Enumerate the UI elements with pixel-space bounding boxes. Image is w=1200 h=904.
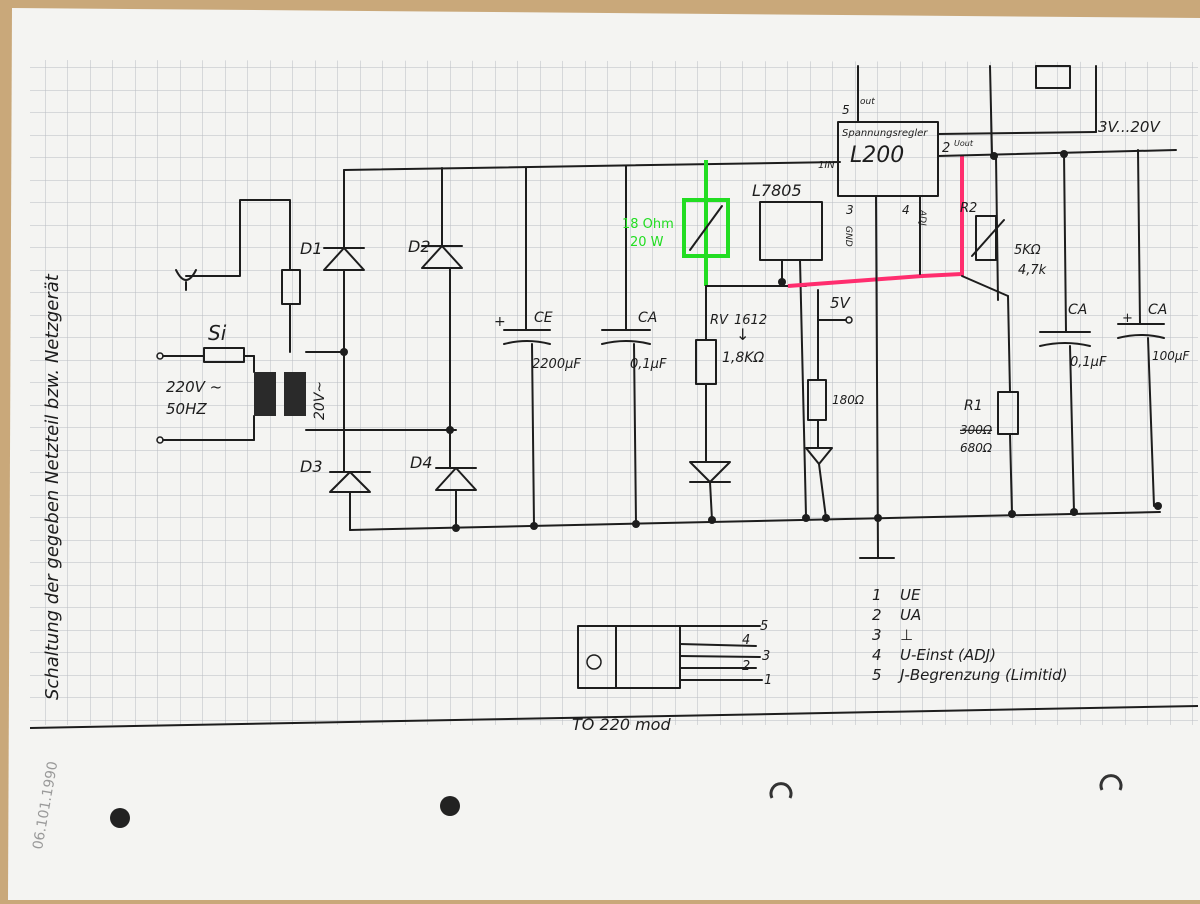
capacitor-ca2-value: 0,1µF [1070,355,1107,370]
output-connector [1035,65,1071,89]
legend-num-5: 5 [872,666,882,684]
junction-dots [340,150,1162,532]
transformer-primary-coil [254,372,276,416]
legend-desc-1: UE [900,586,921,604]
green-resistor [682,198,730,258]
package-pin-4: 4 [742,633,750,648]
diode-d3-label: D3 [300,457,323,476]
five-volt-label: 5V [830,294,852,312]
mains-voltage: 220V ~ [166,378,222,396]
potentiometer-r2-value1: 5KΩ [1014,243,1041,258]
legend-num-3: 3 [872,626,882,644]
regulator-l7805 [759,201,823,261]
l200-pin5-tag: out [860,97,875,107]
l200-pin5: 5 [842,103,850,117]
l200-pin2-tag: Uout [954,139,974,148]
legend-num-1: 1 [872,586,882,604]
legend-desc-2: UA [900,606,921,624]
l200-pin4-tag: ADJ [917,209,927,226]
resistor-r1 [997,391,1019,435]
legend-num-2: 2 [872,606,882,624]
positive-rail [343,161,841,171]
secondary-voltage: 20V~ [312,381,328,420]
resistor-rv-label: RV [710,313,729,328]
regulator-l7805-label: L7805 [752,181,802,200]
output-range: 3V...20V [1098,118,1161,136]
l200-pin3: 3 [846,203,854,217]
legend-desc-4: U-Einst (ADJ) [900,646,996,664]
package-pin-3: 3 [762,649,770,664]
resistor-rv-code: 1612 [734,313,767,328]
mains-plug [175,199,291,291]
l200-pin3-tag: GND [843,226,853,247]
capacitor-ce-label: CE [534,310,553,326]
capacitor-ca2-label: CA [1068,302,1087,318]
diode-d1-label: D1 [300,239,323,258]
legend-num-4: 4 [872,646,882,664]
regulator-l200 [837,121,939,197]
capacitor-ca1-value: 0,1µF [630,357,667,372]
l200-pin1-tag: 1IN [818,160,835,171]
pin-legend: 1 UE 2 UA 3 ⊥ 4 U-Einst (ADJ) 5 J-Begren… [872,586,1068,684]
svg-text:+: + [494,314,506,330]
to220-package [577,625,763,689]
regulator-l200-sub: Spannungsregler [842,128,928,139]
ground-rail [349,511,1161,531]
led-2 [805,447,833,465]
resistor-r1-struck: 300Ω [960,423,993,437]
resistor-rv-value: 1,8KΩ [722,350,764,366]
resistor-r1-value: 680Ω [960,441,993,455]
svg-text:↓: ↓ [736,325,749,344]
pink-wire [787,156,964,288]
package-name: TO 220 mod [572,715,671,734]
resistor-r1-label: R1 [964,398,983,414]
diode-d2-label: D2 [408,237,431,256]
potentiometer-r2-label: R2 [960,201,977,216]
package-pin-5: 5 [760,619,768,634]
resistor-led-value: 180Ω [832,393,865,407]
led-1 [689,461,731,483]
transformer-secondary-coil [284,372,306,416]
binder-holes [110,774,1123,828]
l200-pin2: 2 [942,141,950,156]
legend-desc-3: ⊥ [900,626,913,644]
fold-line [29,705,1199,729]
green-resistor-ohm: 18 Ohm [622,217,674,232]
potentiometer-r2-value2: 4,7k [1018,263,1047,278]
legend-desc-5: J-Begrenzung (Limitid) [897,666,1068,684]
capacitor-ca1-label: CA [638,310,657,326]
capacitor-ca3-value: 100µF [1152,349,1191,363]
capacitor-ce-value: 2200µF [532,357,581,372]
package-pin-1: 1 [764,673,772,688]
package-pin-2: 2 [742,659,750,674]
fuse-label: Si [208,321,227,345]
capacitor-ca3-label: CA [1148,302,1167,318]
diode-d4-label: D4 [410,453,433,472]
paper-grid [30,60,1198,725]
regulator-l200-label: L200 [850,143,904,168]
diode-d2 [421,245,463,269]
potentiometer-r2 [975,215,997,261]
svg-text:+: + [1122,311,1133,326]
vertical-title: Schaltung der gegeben Netzteil bzw. Netz… [42,273,63,700]
mains-frequency: 50HZ [166,400,207,418]
green-resistor-watt: 20 W [630,235,664,250]
l200-pin4: 4 [902,203,910,217]
